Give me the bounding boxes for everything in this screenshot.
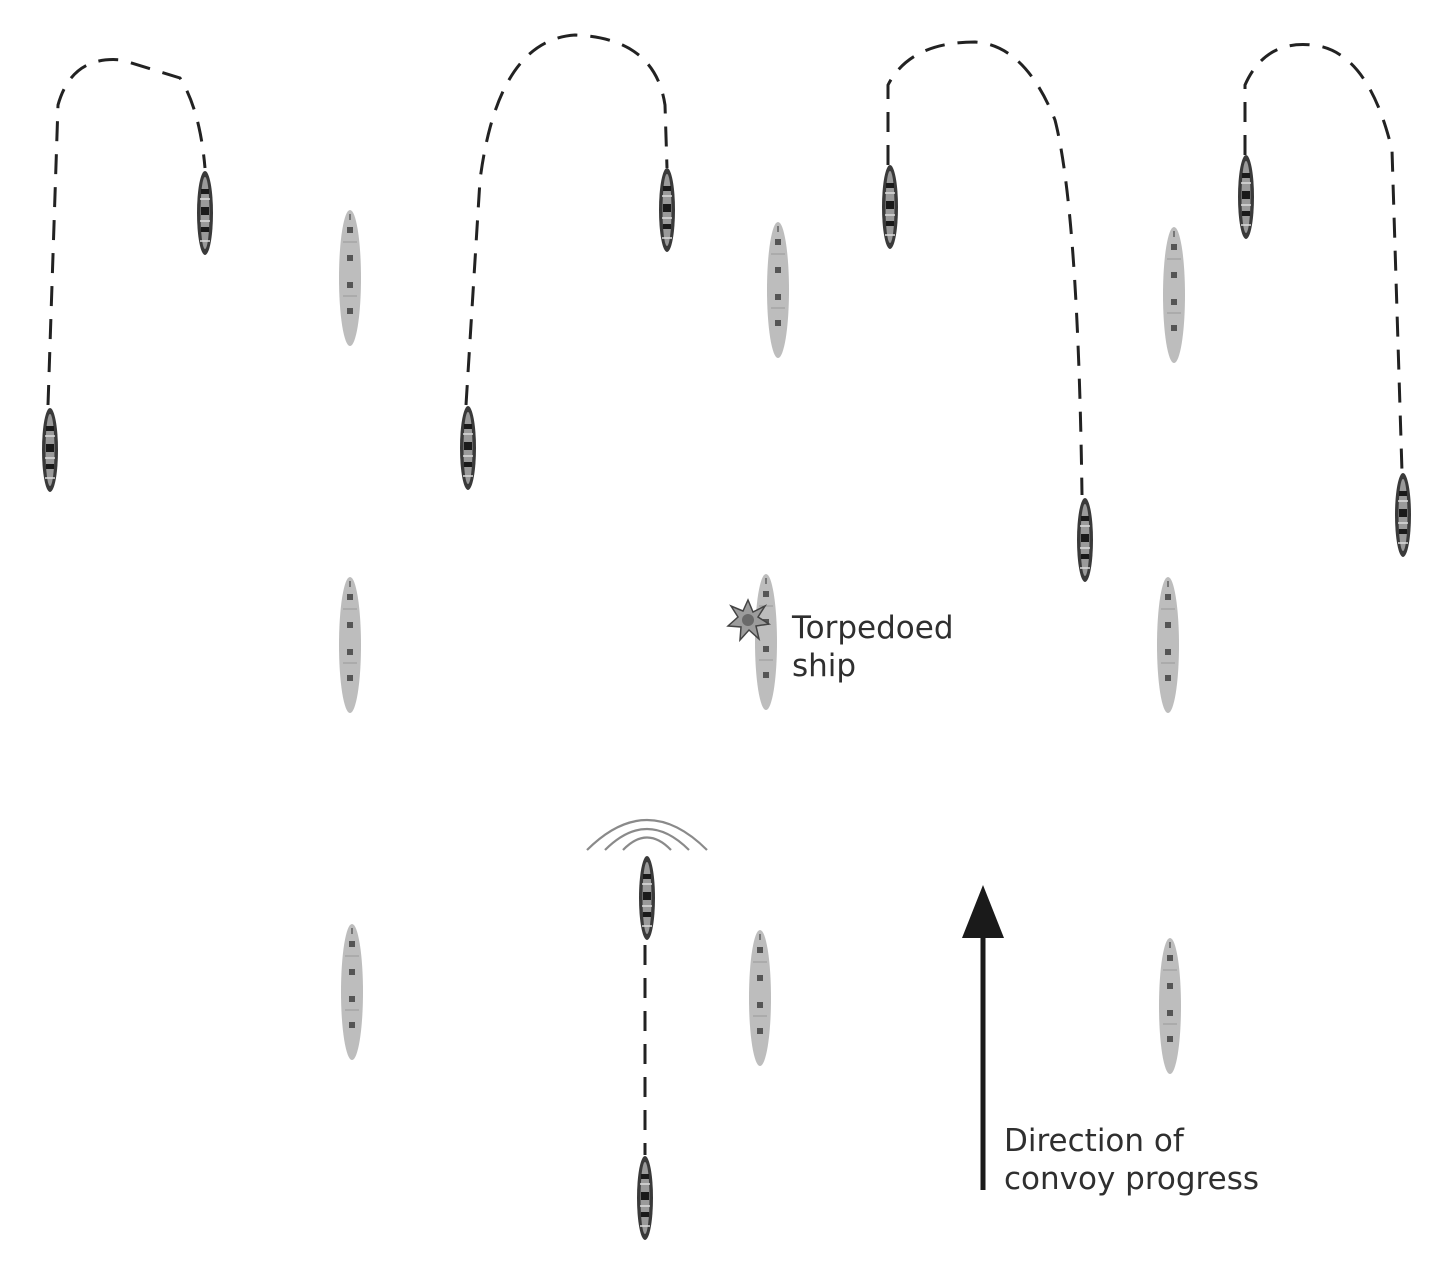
merchant-ship (1162, 226, 1186, 364)
escort-ship (196, 170, 214, 256)
torpedoed-label-line2: ship (792, 648, 857, 684)
escort-ship (459, 405, 477, 491)
sonar-ping-icon (586, 819, 708, 851)
escort-ship (1394, 472, 1412, 558)
merchant-ship (1156, 576, 1180, 714)
sweep-path-1 (46, 58, 207, 406)
merchant-ship (338, 576, 362, 714)
escort-sweep-paths (46, 33, 1404, 1155)
direction-label-line1: Direction of (1004, 1123, 1184, 1159)
escort-ship (1237, 154, 1255, 240)
torpedoed-merchant-ship (754, 573, 778, 711)
merchant-ship (338, 209, 362, 347)
direction-arrow-icon (962, 885, 1004, 1190)
convoy-merchant-ships (338, 209, 1186, 1075)
merchant-ship (1158, 937, 1182, 1075)
escort-ship (658, 167, 676, 253)
escort-ship (636, 1155, 654, 1241)
sweep-path-2 (464, 33, 669, 406)
escort-ship (41, 407, 59, 493)
merchant-ship (340, 923, 364, 1061)
torpedoed-label-line1: Torpedoed (792, 610, 954, 646)
escort-ship (881, 164, 899, 250)
sonar-escort-ship (638, 855, 656, 941)
escort-ships (41, 154, 1412, 1241)
escort-ship (1076, 497, 1094, 583)
sweep-path-4 (1243, 43, 1404, 473)
torpedoed-ship-label: Torpedoed ship (792, 609, 954, 685)
direction-label-line2: convoy progress (1004, 1161, 1259, 1197)
merchant-ship (748, 929, 772, 1067)
explosion-icon (726, 598, 772, 643)
convoy-direction-label: Direction of convoy progress (1004, 1122, 1259, 1198)
sweep-path-3 (886, 40, 1084, 496)
merchant-ship (766, 221, 790, 359)
